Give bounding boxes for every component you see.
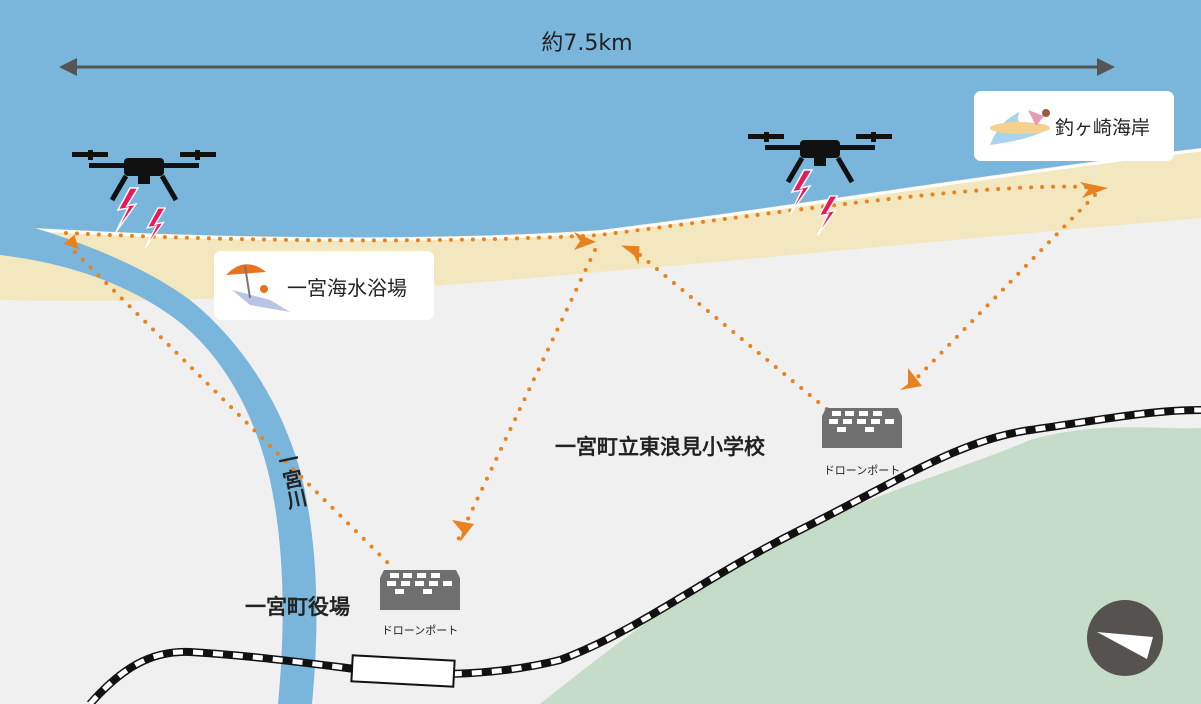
town-hall-label: 一宮町役場 [245, 595, 350, 619]
town-hall-drone-port-label: ドローンポート [382, 624, 458, 637]
beach-label-card: 一宮海水浴場 [214, 251, 434, 320]
coast-label: 釣ヶ崎海岸 [1055, 117, 1150, 139]
green-area [540, 427, 1201, 704]
school-drone-port-label: ドローンポート [824, 464, 900, 477]
flight-routes [63, 182, 1108, 567]
coast-label-card: 釣ヶ崎海岸 [974, 91, 1174, 161]
drone-port-icon [822, 408, 902, 448]
railway [87, 406, 1201, 704]
shoreline [34, 148, 1201, 241]
river [0, 228, 317, 704]
train-icon [350, 654, 456, 688]
beach-label: 一宮海水浴場 [287, 276, 407, 300]
compass-icon [1087, 600, 1163, 676]
surfer-icon [990, 109, 1050, 145]
school-label: 一宮町立東浪見小学校 [555, 435, 766, 459]
beach-umbrella-icon [226, 264, 290, 312]
distance-label: 約7.5km [541, 31, 632, 56]
drone-port-icon [380, 570, 460, 610]
